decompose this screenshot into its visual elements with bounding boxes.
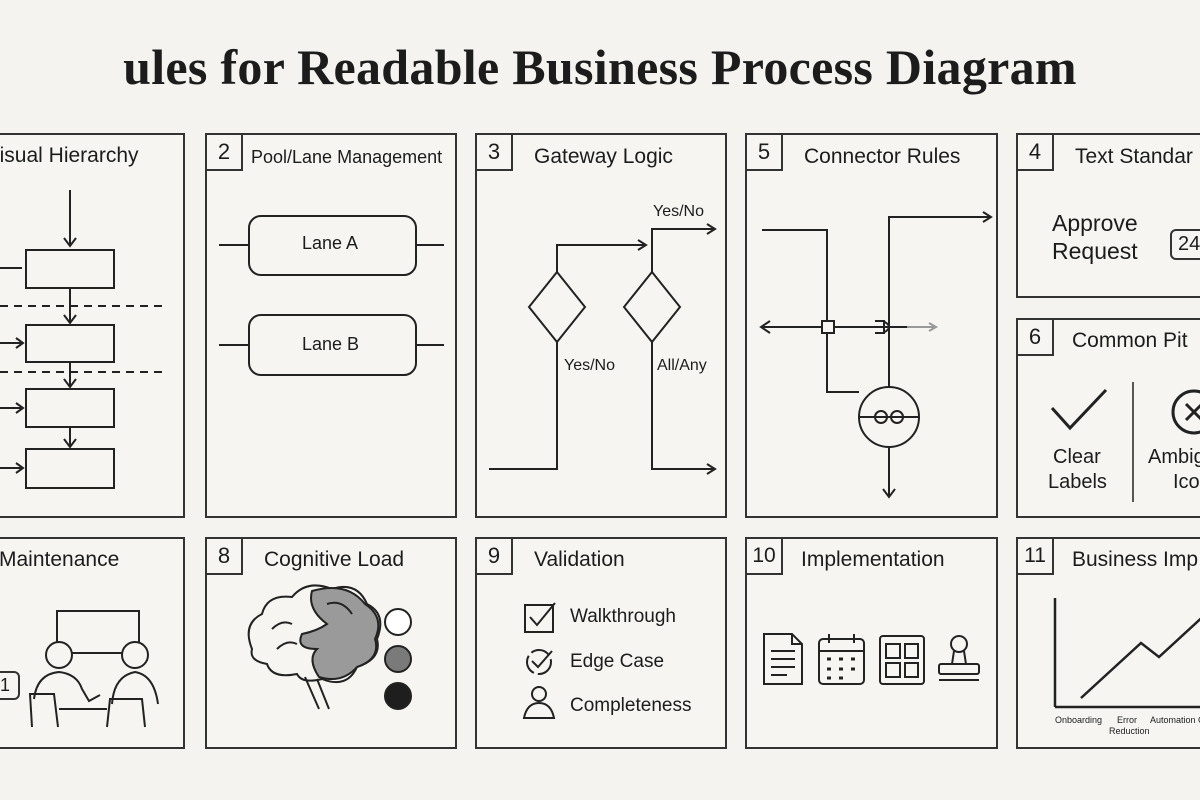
version-badge: 1 — [0, 671, 21, 700]
bad-label: Ico — [1173, 471, 1200, 493]
panel-common-pitfalls: 6 Common Pit Clear Labels Ambig Ico — [1016, 318, 1200, 518]
panel-number: 8 — [207, 539, 243, 575]
good-label: Clear — [1053, 446, 1101, 468]
lanes-diagram — [207, 135, 457, 518]
panel-connector-rules: 5 Connector Rules — [745, 133, 998, 518]
x-label: Onboarding — [1055, 715, 1103, 725]
validation-item: Edge Case — [570, 651, 665, 672]
checkbox-icon — [525, 605, 553, 632]
brain-icon — [207, 539, 457, 749]
panel-number: 6 — [1018, 320, 1054, 356]
meeting-icon — [0, 539, 185, 749]
panel-title: Implementation — [801, 548, 945, 571]
panel-title: Maintenance — [0, 548, 120, 571]
panel-visual-hierarchy: Visual Hierarchy — [0, 133, 185, 518]
implementation-icons — [747, 539, 998, 749]
panel-title: Text Standar — [1075, 145, 1193, 168]
stamp-icon — [939, 636, 979, 680]
layout-icon — [880, 636, 924, 684]
x-label: Error — [1117, 715, 1137, 725]
panel-maintenance: Maintenance 1 — [0, 537, 185, 749]
task-label: Approve — [1052, 210, 1138, 236]
person-icon — [532, 687, 546, 701]
panel-cognitive-load: 8 Cognitive Load — [205, 537, 457, 749]
gateway-diagram — [477, 135, 727, 518]
panel-title: Visual Hierarchy — [0, 144, 139, 167]
panel-number: 10 — [747, 539, 783, 575]
panel-title: Gateway Logic — [534, 145, 673, 168]
panel-implementation: 10 Implementation — [745, 537, 998, 749]
good-label: Labels — [1048, 471, 1107, 493]
count-badge: 24 — [1170, 229, 1200, 260]
junction-square — [822, 321, 834, 333]
panel-title: Validation — [534, 548, 625, 571]
validation-item: Walkthrough — [570, 606, 676, 627]
circle-check-icon — [527, 650, 551, 674]
panel-title: Connector Rules — [804, 145, 961, 168]
gateway-label: All/Any — [657, 357, 707, 374]
panel-title: Pool/Lane Management — [251, 147, 443, 167]
panel-number: 2 — [207, 135, 243, 171]
panel-title: Common Pit — [1072, 329, 1188, 352]
panel-title: Business Imp — [1072, 548, 1199, 571]
load-level-medium — [385, 646, 411, 672]
gateway-diamond — [529, 272, 585, 342]
calendar-icon — [819, 634, 864, 684]
impact-line — [1081, 612, 1200, 698]
load-level-low — [385, 609, 411, 635]
panel-number: 4 — [1018, 135, 1054, 171]
bad-label: Ambig — [1148, 446, 1200, 468]
x-label: Automation — [1150, 715, 1196, 725]
impact-chart — [1018, 539, 1200, 749]
panel-gateway-logic: 3 Gateway Logic Yes/No Yes/No All/Any — [475, 133, 727, 518]
lane-b-box — [249, 315, 416, 375]
panel-business-impact: 11 Business Imp Onboarding Error Reducti… — [1016, 537, 1200, 749]
panel-number: 3 — [477, 135, 513, 171]
x-label: Reduction — [1109, 726, 1150, 736]
gateway-label: Yes/No — [564, 357, 615, 374]
gateway-diamond — [624, 272, 680, 342]
validation-item: Completeness — [570, 695, 692, 716]
panel-number: 11 — [1018, 539, 1054, 575]
panel-number: 9 — [477, 539, 513, 575]
panel-number: 5 — [747, 135, 783, 171]
task-label: Request — [1052, 238, 1138, 264]
panel-text-standards: 4 Text Standar Approve Request 24 — [1016, 133, 1200, 298]
check-icon — [1052, 390, 1106, 428]
page-title: ules for Readable Business Process Diagr… — [123, 39, 1077, 95]
panel-pool-lane-management: 2 Pool/Lane Management Lane A Lane B — [205, 133, 457, 518]
lane-label: Lane B — [302, 334, 360, 354]
panel-validation: 9 Validation Walkthrough Edge Case Compl… — [475, 537, 727, 749]
load-level-high — [385, 683, 411, 709]
lane-label: Lane A — [302, 233, 359, 253]
lane-a-box — [249, 216, 416, 275]
gateway-label: Yes/No — [653, 203, 704, 220]
connector-diagram — [747, 135, 998, 518]
pitfalls-diagram — [1018, 320, 1200, 518]
panel-title: Cognitive Load — [264, 548, 405, 571]
document-icon — [764, 634, 802, 684]
x-label: C — [1198, 715, 1200, 725]
x-circle-icon — [1173, 391, 1200, 433]
validation-icons — [477, 539, 727, 749]
